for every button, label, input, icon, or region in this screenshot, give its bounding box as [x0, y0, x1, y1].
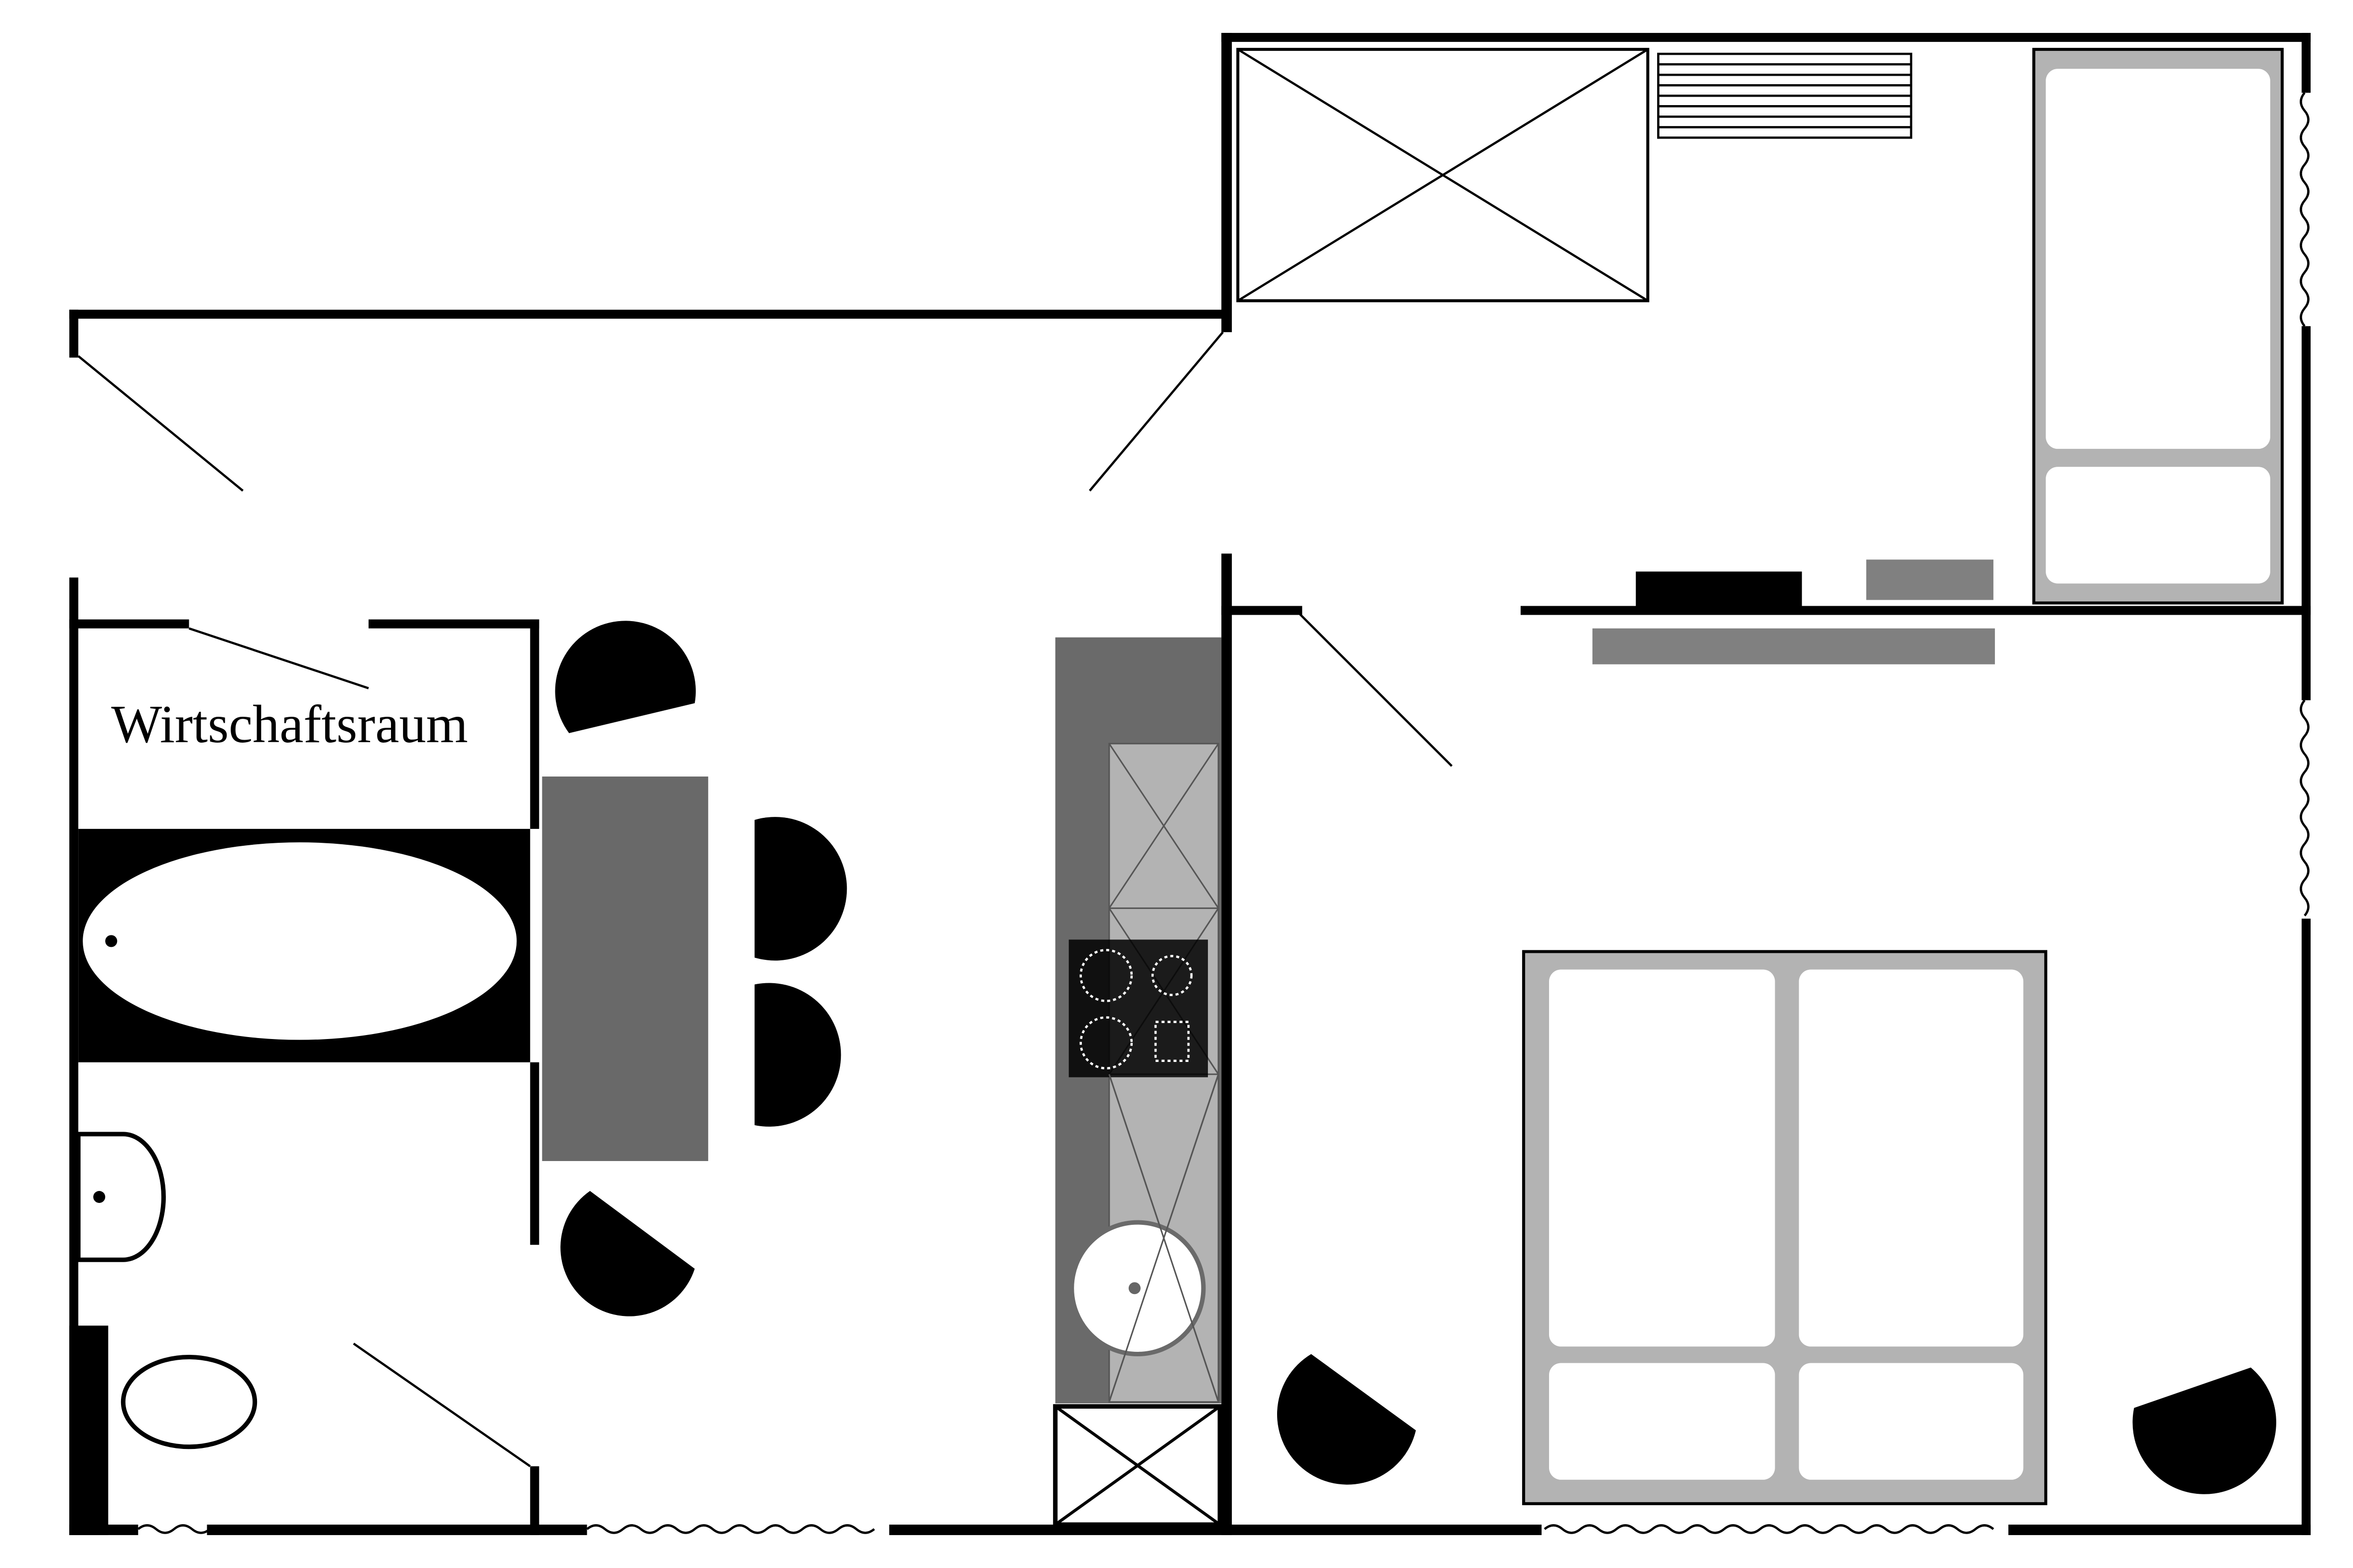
pillow-icon [2046, 467, 2270, 584]
window-icon [1544, 1524, 1994, 1534]
door-swing-icon [77, 355, 244, 492]
chair-icon [754, 983, 841, 1127]
radiator-icon [1657, 52, 1913, 139]
dining-area [542, 621, 847, 1316]
wall-bath-right [530, 1062, 539, 1245]
wall-utility-top-right [368, 619, 539, 629]
shelf [1866, 559, 1994, 600]
wall-right-top [2301, 33, 2311, 93]
wall-bottom-1 [69, 1524, 138, 1535]
wall-left-stub-top [69, 309, 79, 358]
door-swing-icon [353, 1342, 531, 1467]
dining-table [542, 776, 708, 1161]
sink-drain [93, 1191, 106, 1203]
room-label-utility: Wirtschaftsraum [111, 695, 468, 754]
kitchen-sink-drain [1128, 1282, 1141, 1295]
desk [1636, 571, 1802, 611]
wall-upper-top [1221, 33, 2311, 42]
bathroom-fixtures [76, 829, 530, 1449]
wall-utility-top-left [69, 619, 189, 629]
windows [137, 92, 2310, 1534]
bedroom-furniture [1277, 628, 2276, 1505]
door-swing-icon [1089, 331, 1224, 492]
door-swing-icon [188, 627, 369, 689]
window-icon [2300, 699, 2310, 916]
stove-icon [1068, 939, 1208, 1077]
wall-right-mid2 [2301, 918, 2311, 1535]
toilet-icon [121, 1354, 258, 1449]
upper-room-furniture [1236, 48, 2284, 611]
walls [69, 33, 2311, 1535]
wall-divider [1221, 553, 1232, 1535]
wall-utility-right [530, 619, 539, 829]
window-icon [2300, 92, 2310, 327]
window-icon [137, 1524, 211, 1534]
bed-icon [2046, 69, 2270, 449]
bathtub-drain [105, 935, 118, 947]
wall-left-thick [69, 1325, 109, 1535]
wall-left [69, 577, 79, 1535]
bed-icon [1549, 969, 1775, 1347]
kitchen [1053, 637, 1222, 1527]
bedroom-shelf [1592, 628, 1995, 664]
wall-bottom-2 [207, 1524, 587, 1535]
bathtub-icon [83, 842, 517, 1040]
pillow-icon [1549, 1363, 1775, 1480]
pillow-icon [1799, 1363, 2024, 1480]
wall-bedroom-top-stub [1221, 606, 1303, 615]
chair-icon [555, 621, 696, 733]
wall-upper-left [1221, 33, 1232, 332]
wall-top-left [69, 309, 1231, 319]
wall-bottom-3 [889, 1524, 1542, 1535]
wall-wc-right [530, 1466, 539, 1535]
chair-icon [754, 817, 847, 961]
door-swings [77, 331, 1453, 1467]
door-swing-icon [1298, 612, 1453, 767]
chair-icon [560, 1191, 695, 1316]
window-icon [586, 1524, 875, 1534]
bed-icon [1799, 969, 2024, 1347]
chair-icon [1277, 1354, 1416, 1485]
wall-right-mid1 [2301, 326, 2311, 700]
sink-icon [76, 1132, 166, 1262]
wall-bottom-4 [2008, 1524, 2311, 1535]
chair-icon [2132, 1367, 2276, 1494]
